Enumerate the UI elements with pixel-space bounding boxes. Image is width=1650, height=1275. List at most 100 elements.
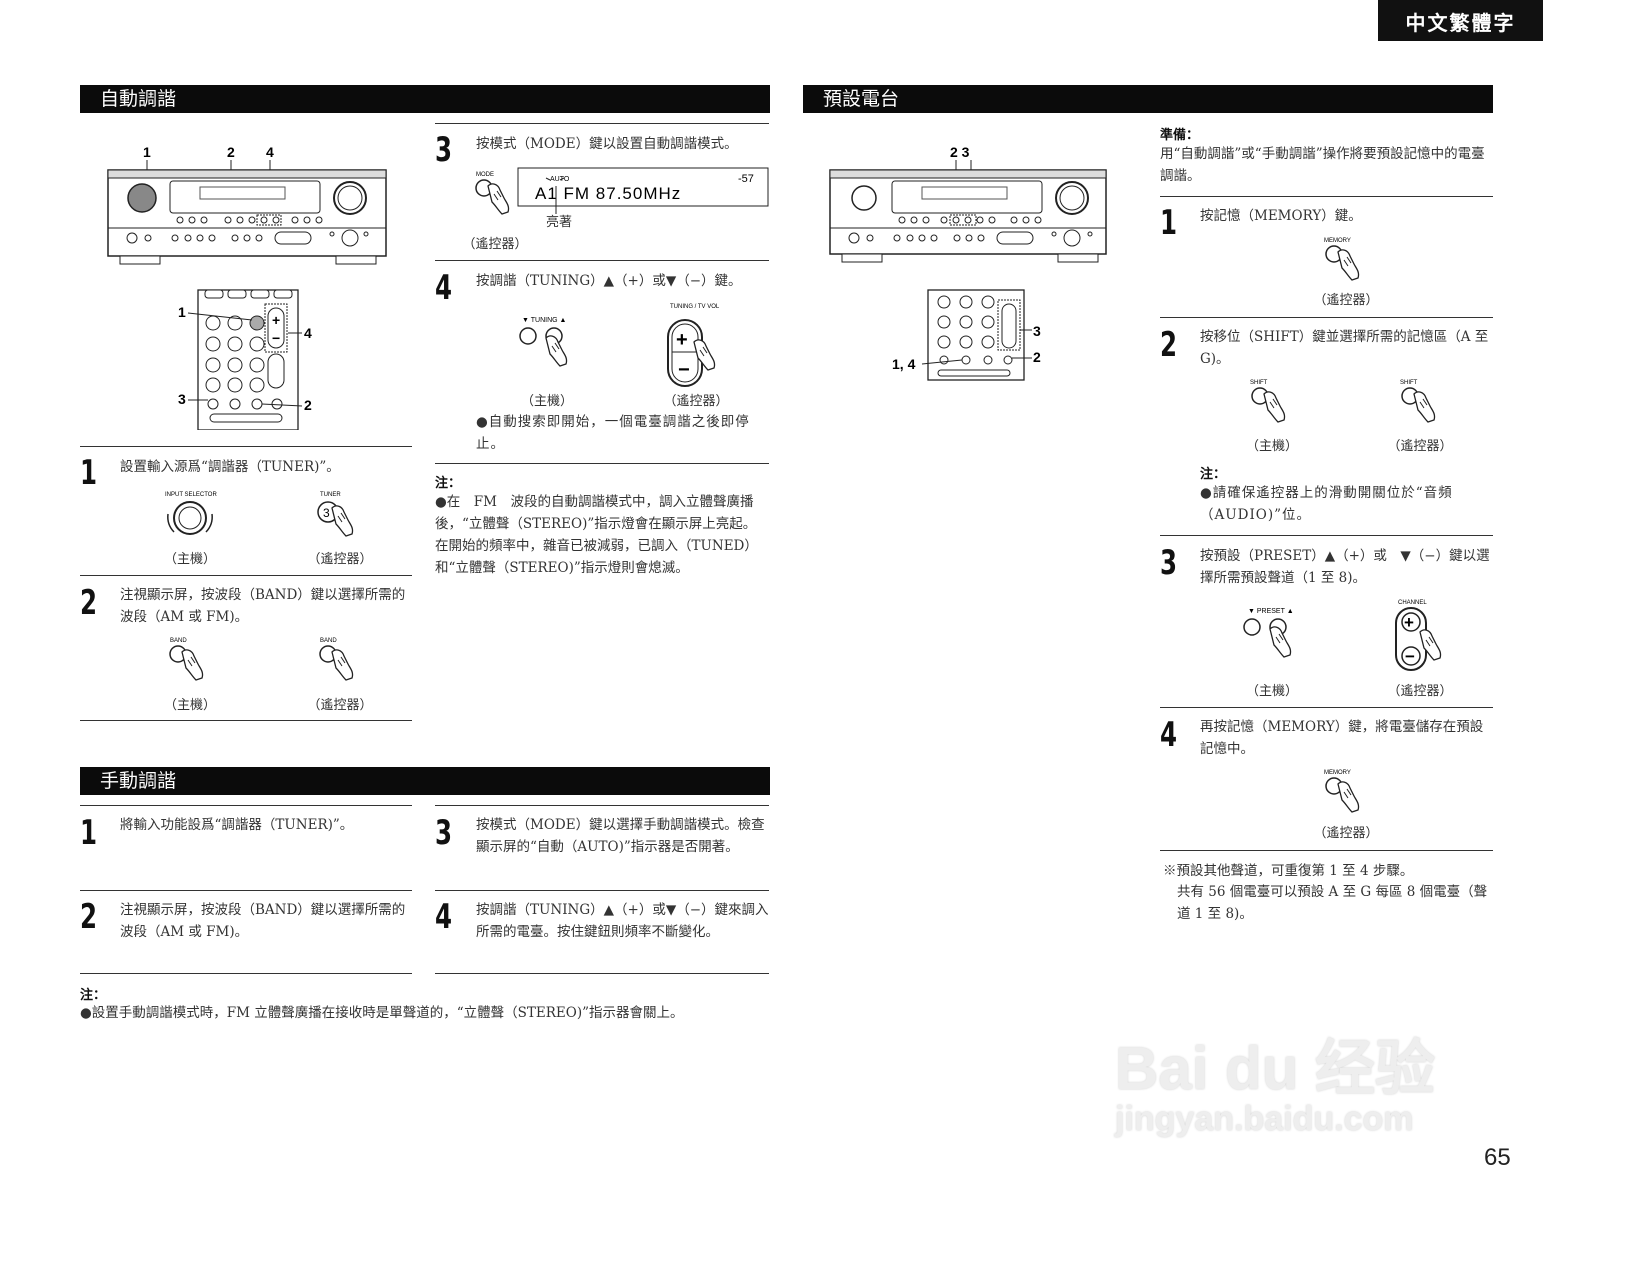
auto-step-2-number: 2	[80, 583, 98, 623]
manual-step-3-text: 按模式（MODE）鍵以選擇手動調諧模式。檢查顯示屏的“自動（AUTO)”指示器是…	[476, 817, 765, 855]
callout-a1: 1	[143, 144, 151, 160]
preset-figure: 2 3 3 2 1, 4	[829, 144, 1107, 381]
auto-step-4-text: 按調諧（TUNING）▲（+）或▼（−）鍵。	[476, 273, 742, 289]
tuner-key-icon: TUNER 3	[317, 492, 354, 537]
svg-text:CHANNEL: CHANNEL	[1398, 600, 1427, 606]
manual-step-1-text: 將輸入功能設爲“調諧器（TUNER)”。	[120, 817, 354, 833]
manual-note-text: ●設置手動調諧模式時，FM 立體聲廣播在接收時是單聲道的，“立體聲（STEREO…	[80, 1005, 684, 1021]
auto-step-4-number: 4	[435, 268, 453, 308]
preset-step-2-note: ●請確保遙控器上的滑動開關位於“音頻（AUDIO)”位。	[1200, 485, 1453, 523]
svg-text:+: +	[1404, 613, 1414, 632]
caption-main-unit: （主機）	[1245, 439, 1298, 454]
band-key-remote-icon: BAND	[319, 638, 354, 681]
caption-main-unit: （主機）	[520, 394, 573, 409]
section-header-auto-tuning: 自動調諧	[80, 85, 770, 113]
callout-r2: 2	[1033, 349, 1041, 365]
tuning-tv-vol-remote-icon: TUNING / TV VOL + −	[667, 304, 720, 387]
svg-text:TUNER: TUNER	[320, 492, 341, 498]
manual-note-title: 注：	[80, 988, 107, 1003]
caption-remote: （遙控器）	[1313, 826, 1379, 841]
manual-step-2-text: 注視顯示屏，按波段（BAND）鍵以選擇所需的波段（AM 或 FM)。	[120, 902, 406, 940]
tuner-display	[517, 167, 769, 207]
mode-display-figure: MODE AUTO A1 FM 87.50MHz -57	[475, 167, 769, 215]
preset-step-1-text: 按記憶（MEMORY）鍵。	[1200, 208, 1362, 224]
shift-key-remote-icon: SHIFT	[1400, 380, 1436, 423]
preset-step-4-number: 4	[1160, 715, 1178, 755]
auto-step-1-text: 設置輸入源爲“調諧器（TUNER)”。	[120, 459, 340, 475]
preset-footnote-line2: 共有 56 個電臺可以預設 A 至 G 每區 8 個電臺（聲道 1 至 8)。	[1177, 884, 1488, 922]
svg-text:MODE: MODE	[476, 172, 494, 178]
band-key-main-icon: BAND	[169, 638, 204, 681]
tuning-keys-main-icon: ▼ TUNING ▲	[519, 317, 568, 367]
memory-key-icon: MEMORY	[1324, 770, 1360, 813]
preset-prep-title: 準備：	[1160, 128, 1200, 143]
svg-text:INPUT SELECTOR: INPUT SELECTOR	[165, 492, 217, 498]
manual-step-1-number: 1	[80, 813, 98, 853]
svg-text:MEMORY: MEMORY	[1324, 238, 1351, 244]
auto-step-4-bullet: ●自動搜索即開始，一個電臺調諧之後即停止。	[476, 414, 750, 452]
svg-text:+: +	[272, 312, 280, 328]
svg-text:−: −	[272, 330, 280, 346]
callout-a2: 2	[227, 144, 235, 160]
svg-text:+: +	[676, 329, 688, 351]
svg-text:BAND: BAND	[320, 638, 337, 644]
caption-main-unit: （主機）	[163, 698, 216, 713]
watermark-url: jingyan.baidu.com	[1115, 1100, 1414, 1138]
caption-remote: （遙控器）	[307, 552, 373, 567]
svg-text:SHIFT: SHIFT	[1400, 380, 1418, 386]
watermark-logo: Bai du 经验	[1115, 1035, 1436, 1102]
svg-text:−: −	[678, 359, 690, 381]
callout-r3: 3	[178, 391, 186, 407]
svg-text:▼ TUNING ▲: ▼ TUNING ▲	[522, 317, 566, 324]
caption-remote: （遙控器）	[462, 237, 528, 252]
caption-remote: （遙控器）	[1387, 684, 1453, 699]
shift-key-main-icon: SHIFT	[1250, 380, 1286, 423]
preset-prep-text: 用“自動調諧”或“手動調諧”操作將要預設記憶中的電臺調諧。	[1160, 146, 1485, 184]
callout-r2: 2	[304, 397, 312, 413]
auto-note-text: ●在 FM 波段的自動調諧模式中，調入立體聲廣播後，“立體聲（STEREO)”指…	[435, 494, 758, 576]
caption-remote: （遙控器）	[307, 698, 373, 713]
manual-step-3-number: 3	[435, 813, 453, 853]
manual-step-4-text: 按調諧（TUNING）▲（+）或▼（−）鍵來調入所需的電臺。按住鍵鈕則頻率不斷變…	[476, 902, 769, 940]
manual-step-4-number: 4	[435, 897, 453, 937]
input-selector-knob-icon: INPUT SELECTOR	[165, 492, 217, 535]
callout-r3: 3	[1033, 323, 1041, 339]
preset-step-2-text: 按移位（SHIFT）鍵並選擇所需的記憶區（A 至 G)。	[1200, 329, 1489, 367]
manual-step-2-number: 2	[80, 897, 98, 937]
preset-step-4-text: 再按記憶（MEMORY）鍵，將電臺儲存在預設記憶中。	[1200, 719, 1484, 757]
preset-step-2-number: 2	[1160, 325, 1178, 365]
caption-main-unit: （主機）	[1245, 684, 1298, 699]
svg-text:3: 3	[323, 506, 330, 520]
svg-text:A1 FM 87.50MHz: A1 FM 87.50MHz	[535, 184, 681, 203]
preset-footnote-line1: ※預設其他聲道，可重復第 1 至 4 步驟。	[1163, 863, 1414, 879]
auto-step-1-number: 1	[80, 453, 98, 493]
caption-main-unit: （主機）	[163, 552, 216, 567]
section-header-preset-stations: 預設電台	[803, 85, 1493, 113]
lit-label: 亮著	[546, 215, 573, 230]
language-tab: 中文繁體字	[1378, 0, 1543, 41]
auto-tuning-figure: 1 2 4 + − 1 4 3	[107, 144, 387, 430]
svg-text:▼ PRESET ▲: ▼ PRESET ▲	[1248, 608, 1294, 615]
section-header-manual-tuning: 手動調諧	[80, 767, 770, 795]
preset-step-1-number: 1	[1160, 203, 1178, 243]
auto-note-title: 注：	[435, 476, 462, 491]
memory-key-icon: MEMORY	[1324, 238, 1360, 281]
callout-r14: 1, 4	[892, 356, 916, 372]
auto-step-3-number: 3	[435, 130, 453, 170]
callout-r4: 4	[304, 325, 312, 341]
callout-a4: 4	[266, 144, 274, 160]
preset-keys-main-icon: ▼ PRESET ▲	[1243, 608, 1294, 658]
preset-step-2-note-title: 注：	[1200, 467, 1227, 482]
svg-text:SHIFT: SHIFT	[1250, 380, 1268, 386]
caption-remote: （遙控器）	[663, 394, 729, 409]
svg-text:TUNING / TV VOL: TUNING / TV VOL	[670, 304, 720, 310]
input-selector-knob	[127, 183, 157, 213]
callout-r1: 1	[178, 304, 186, 320]
channel-keys-remote-icon: CHANNEL + −	[1395, 600, 1442, 671]
svg-text:-57: -57	[738, 173, 754, 185]
svg-text:BAND: BAND	[170, 638, 187, 644]
preset-step-3-text: 按預設（PRESET）▲（+）或 ▼（−）鍵以選擇所需預設聲道（1 至 8)。	[1200, 548, 1490, 586]
caption-remote: （遙控器）	[1387, 439, 1453, 454]
auto-step-3-text: 按模式（MODE）鍵以設置自動調諧模式。	[476, 136, 738, 152]
svg-text:MEMORY: MEMORY	[1324, 770, 1351, 776]
